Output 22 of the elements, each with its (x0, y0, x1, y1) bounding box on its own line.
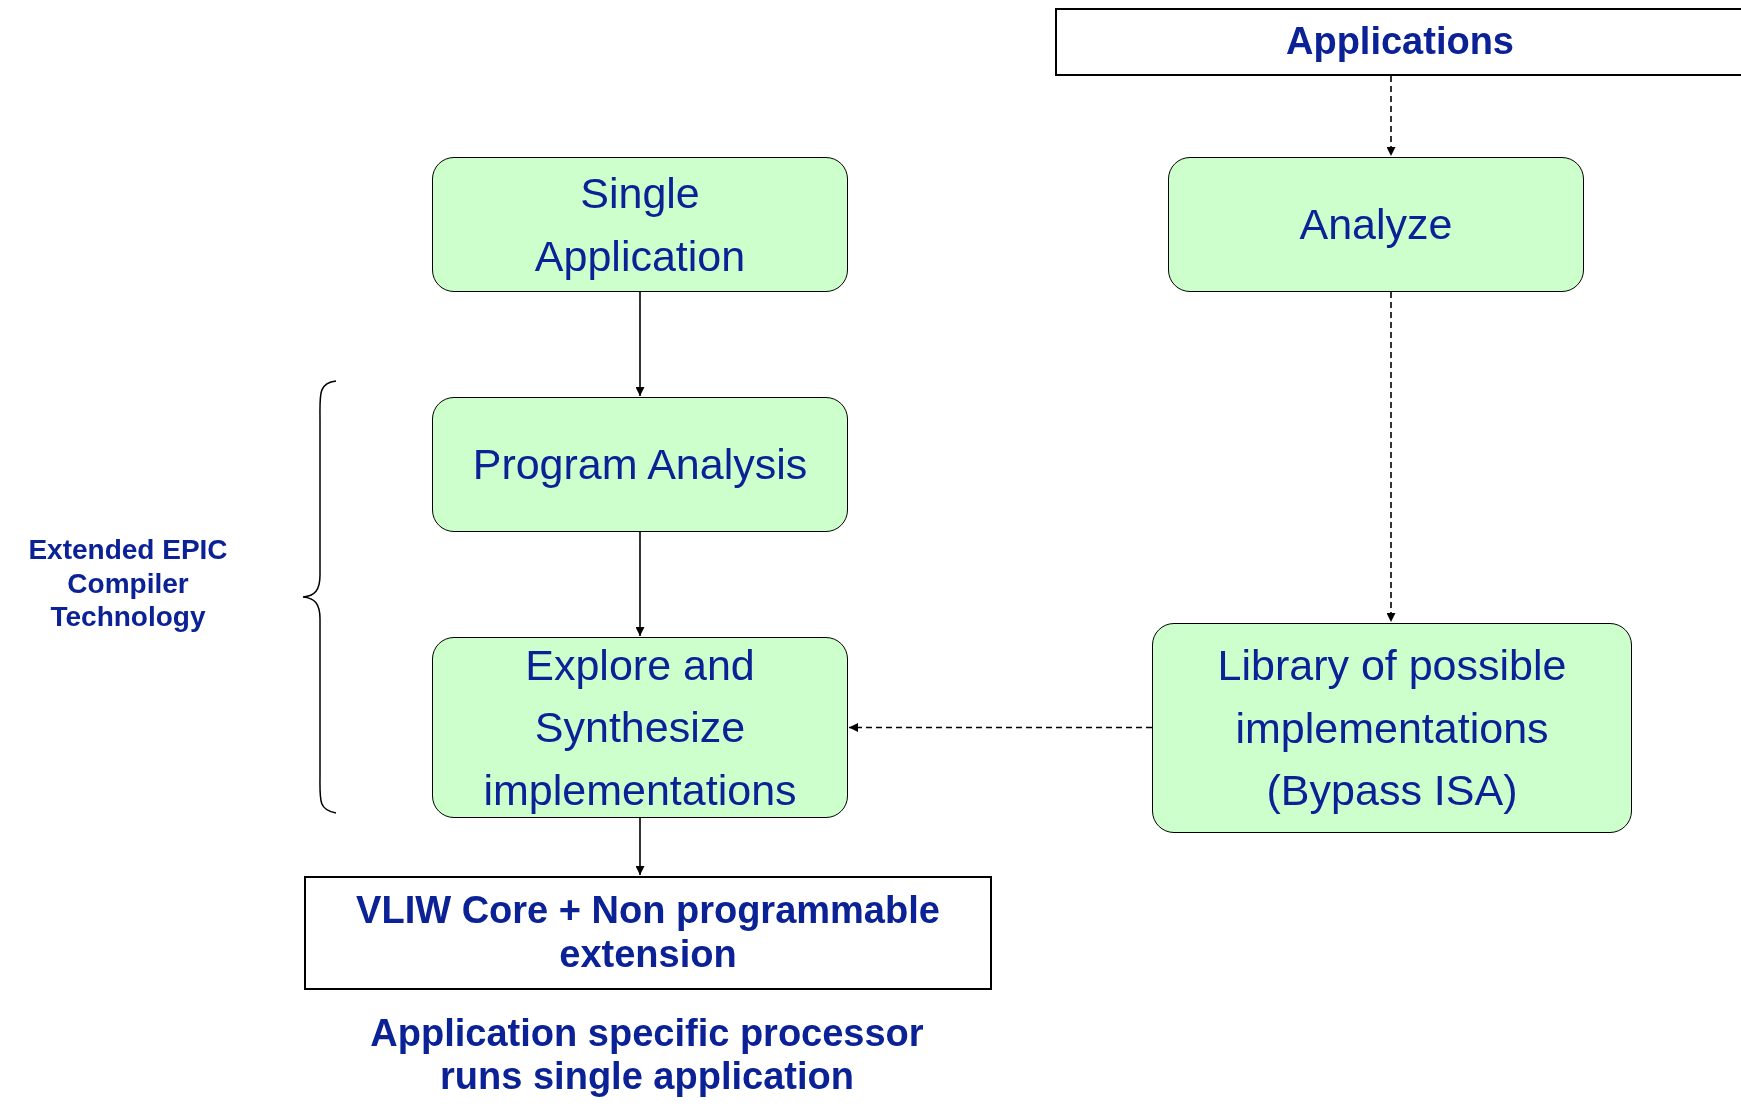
process-box (432, 397, 848, 532)
process-box (432, 637, 848, 818)
node-label: Analyze (1299, 199, 1453, 251)
arrow (848, 723, 1153, 732)
text-box (1055, 8, 1741, 76)
node-label: Library of possible implementations (Bypass ISA) (1216, 640, 1568, 817)
node-label: Single Application (533, 168, 747, 282)
node-label: VLIW Core + Non programmable extension (355, 889, 941, 977)
arrow (635, 531, 645, 637)
arrow (1386, 75, 1396, 157)
arrow (635, 817, 645, 876)
process-box (1152, 623, 1632, 833)
text-box (304, 876, 992, 990)
arrow (1386, 291, 1396, 623)
process-box (1168, 157, 1584, 292)
process-box (432, 157, 848, 292)
node-label: Applications (1286, 20, 1514, 64)
node-label: Explore and Synthesize implementations (482, 640, 798, 816)
node-label: Program Analysis (472, 439, 808, 491)
caption: Application specific processor runs single application (369, 1012, 925, 1098)
arrow (635, 291, 645, 397)
side-note: Extended EPIC Compiler Technology (27, 533, 229, 634)
